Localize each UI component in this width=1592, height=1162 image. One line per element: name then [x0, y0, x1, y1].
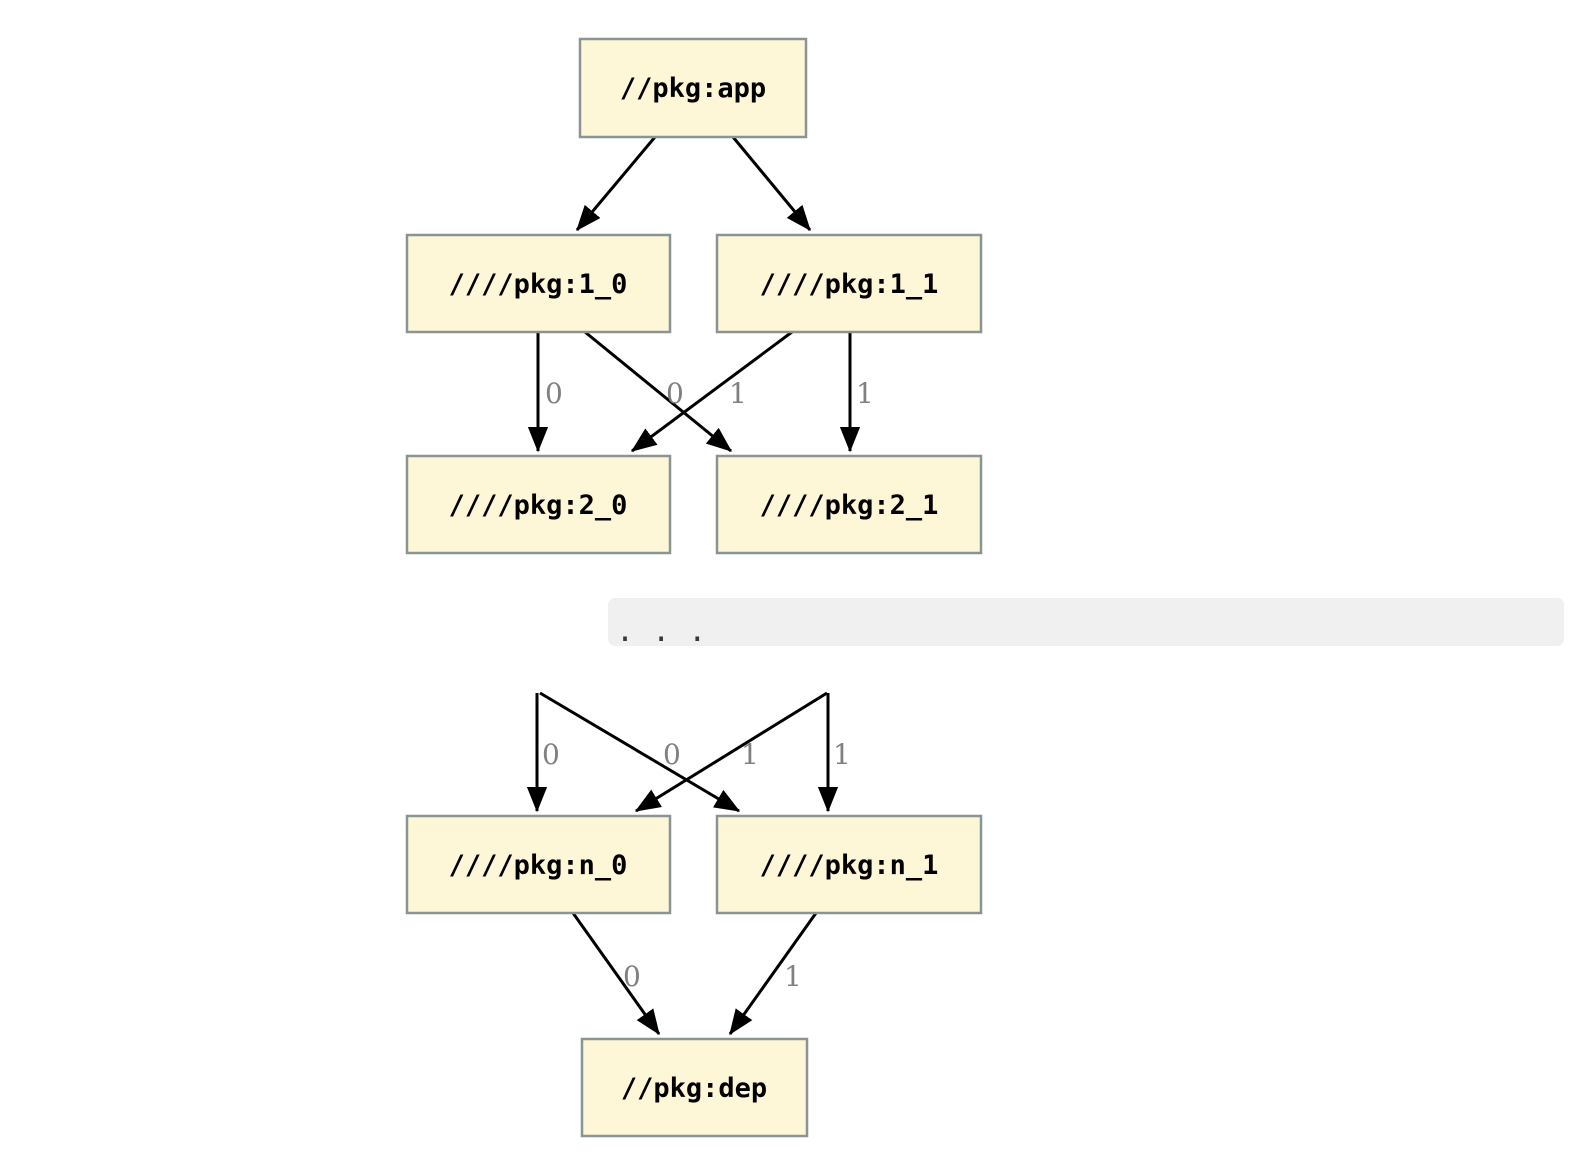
node-1_1-label: ////pkg:1_1 [760, 269, 939, 300]
node-n_0-box [405, 814, 672, 915]
edge-label: 1 [784, 960, 802, 993]
node-n_1: ////pkg:n_1 [715, 814, 983, 915]
node-1_1-box [715, 233, 983, 334]
node-n_1-label: ////pkg:n_1 [760, 850, 939, 881]
node-dep: //pkg:dep [580, 1037, 809, 1138]
edge-1_1-to-2_0 [630, 330, 793, 453]
edge-app-to-1_0 [575, 136, 657, 231]
edge-app-to-1_1 [731, 136, 812, 231]
node-2_1-box [715, 454, 983, 555]
node-n_0: ////pkg:n_0 [405, 814, 672, 915]
node-dep-label: //pkg:dep [621, 1073, 767, 1104]
edge-n_0-to-dep [571, 912, 661, 1036]
node-1_1: ////pkg:1_1 [715, 233, 983, 334]
ellipsis-text: . . . [616, 614, 706, 649]
edge-label: 1 [833, 738, 851, 771]
node-n_0-label: ////pkg:n_0 [449, 850, 628, 881]
node-app-label: //pkg:app [620, 73, 766, 104]
edge-ellipsis-to-n_1-cross [539, 691, 741, 813]
edge-label: 0 [666, 377, 684, 410]
edges-layer [526, 136, 861, 1036]
node-2_0: ////pkg:2_0 [405, 454, 672, 555]
edge-n_1-to-dep [728, 912, 818, 1036]
node-2_0-box [405, 454, 672, 555]
edge-label: 0 [542, 738, 560, 771]
node-2_0-label: ////pkg:2_0 [449, 490, 628, 521]
node-app-box [578, 37, 808, 139]
edge-label: 0 [623, 960, 641, 993]
ellipsis-bar-background [608, 598, 1564, 646]
node-dep-box [580, 1037, 809, 1138]
node-1_0-label: ////pkg:1_0 [449, 269, 628, 300]
edge-label: 1 [741, 738, 759, 771]
edge-labels-layer: 0 0 1 1 0 0 1 1 0 1 [542, 377, 874, 993]
edge-label: 0 [663, 738, 681, 771]
nodes-layer: //pkg:app ////pkg:1_0 ////pkg:1_1 ////pk… [405, 37, 983, 1138]
edge-ellipsis-to-n_0-cross [634, 691, 828, 813]
node-2_1-label: ////pkg:2_1 [760, 490, 939, 521]
edge-1_0-to-2_1 [584, 330, 732, 453]
edge-label: 0 [545, 377, 563, 410]
node-app: //pkg:app [578, 37, 808, 139]
edge-label: 1 [729, 377, 747, 410]
ellipsis-bar: . . . [608, 598, 1564, 649]
node-1_0: ////pkg:1_0 [405, 233, 672, 334]
node-2_1: ////pkg:2_1 [715, 454, 983, 555]
node-1_0-box [405, 233, 672, 334]
node-n_1-box [715, 814, 983, 915]
edge-label: 1 [856, 377, 874, 410]
